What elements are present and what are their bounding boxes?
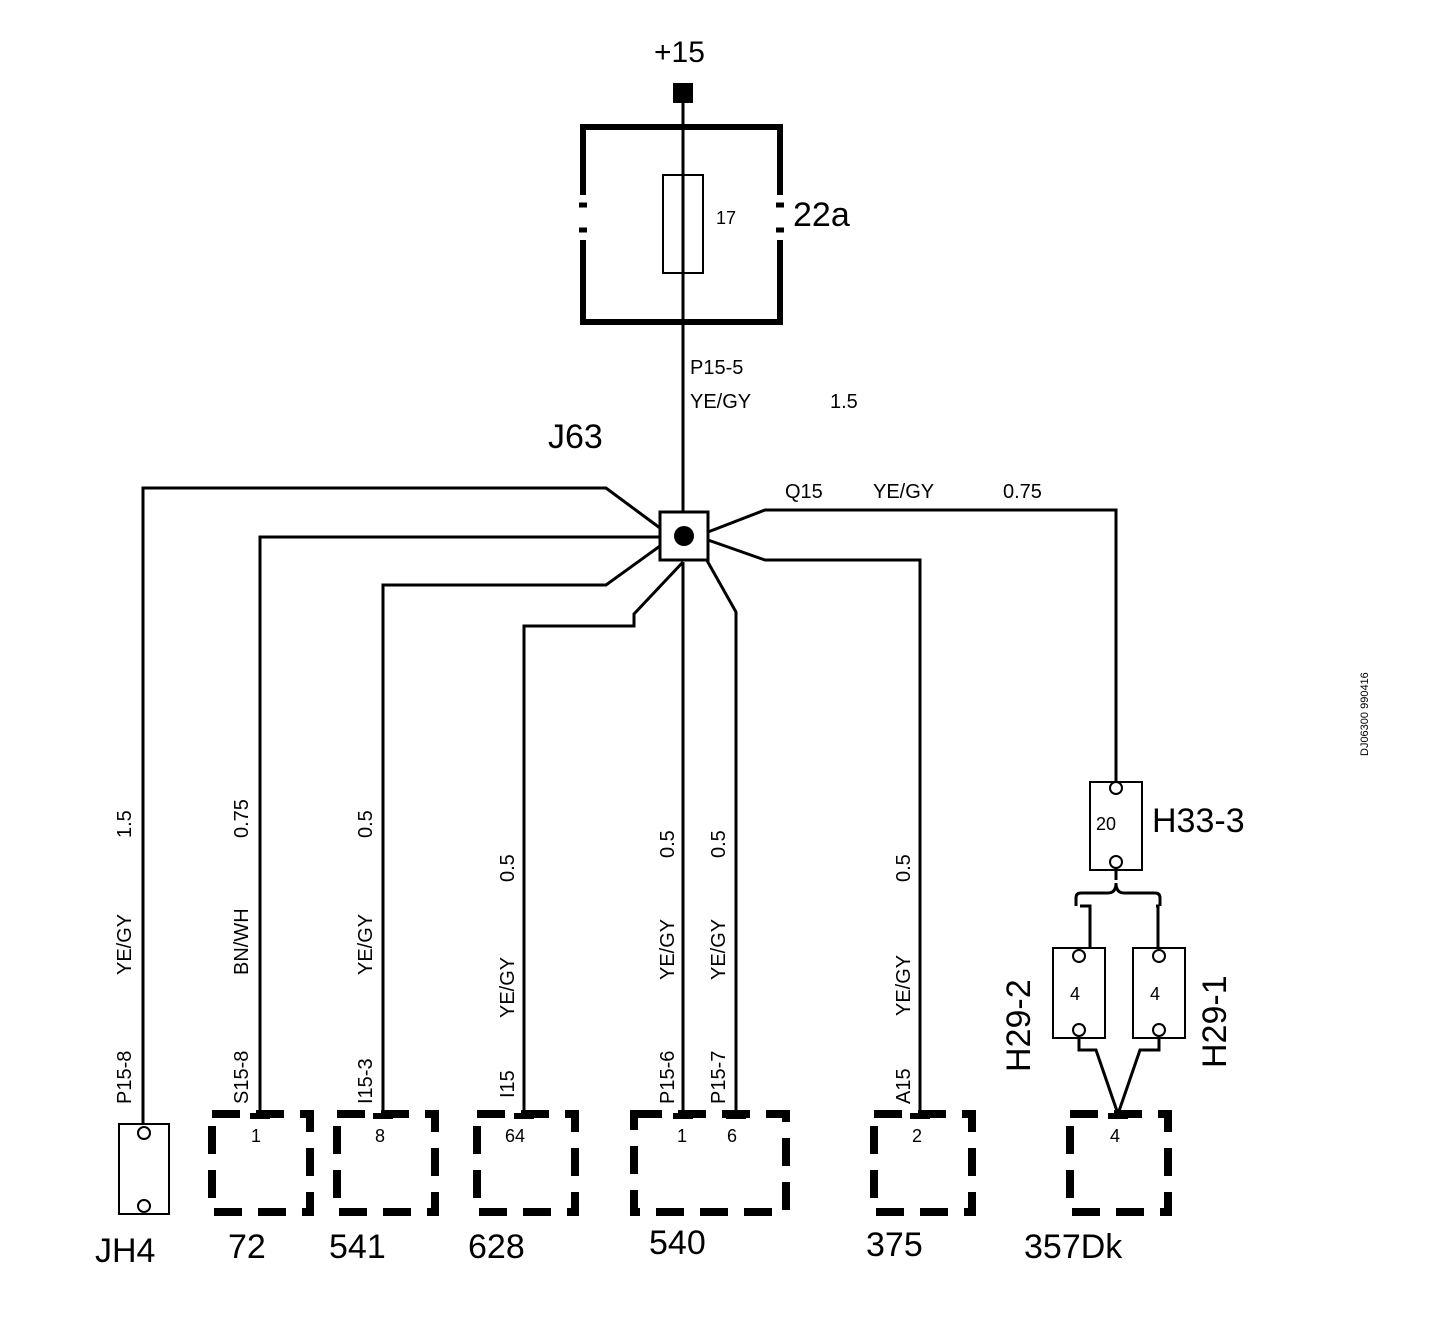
connector-72-label: 72 xyxy=(228,1228,266,1266)
wire-540b-pin: P15-7 xyxy=(708,1051,730,1104)
connector-540-pin1: 1 xyxy=(677,1126,687,1146)
wire-to-jh4 xyxy=(141,486,661,1128)
jh4-connector xyxy=(118,1123,170,1215)
h29-1-pin: 4 xyxy=(1150,984,1160,1004)
connector-540-box xyxy=(630,1110,790,1216)
splice-label: J63 xyxy=(548,418,603,456)
wire-jh4-size: 1.5 xyxy=(114,810,136,838)
wire-to-628 xyxy=(522,560,685,1118)
wire-541-size: 0.5 xyxy=(355,810,377,838)
connector-357dk-pin: 4 xyxy=(1110,1126,1120,1146)
h29-2-label: H29-2 xyxy=(1000,979,1038,1072)
connector-540-pin6: 6 xyxy=(727,1126,737,1146)
wire-541-pin: I15-3 xyxy=(355,1058,377,1104)
feed-size: 1.5 xyxy=(830,391,858,413)
wire-jh4-pin: P15-8 xyxy=(114,1051,136,1104)
wire-to-540-pin6 xyxy=(703,556,738,1118)
connector-72-pin: 1 xyxy=(251,1126,261,1146)
connector-540-label: 540 xyxy=(649,1224,706,1262)
h33-pin: 20 xyxy=(1096,814,1116,834)
supply-terminal xyxy=(673,83,693,103)
splice-dot xyxy=(674,526,694,546)
fuse-number: 17 xyxy=(716,208,736,228)
feed-pin: P15-5 xyxy=(690,357,743,379)
h29-2-connector xyxy=(1052,947,1106,1039)
wire-to-h29-2 xyxy=(1080,904,1092,948)
wire-375-color: YE/GY xyxy=(893,955,915,1016)
h29-1-connector xyxy=(1132,947,1186,1039)
wire-to-541 xyxy=(381,544,661,1118)
wire-jh4-color: YE/GY xyxy=(114,914,136,975)
wire-628-pin: I15 xyxy=(497,1070,519,1098)
wire-72-size: 0.75 xyxy=(231,799,253,838)
document-id: DJ06300 990416 xyxy=(1359,672,1371,756)
connector-541-box xyxy=(333,1110,439,1216)
connector-375-pin: 2 xyxy=(912,1126,922,1146)
fuse-box-label: 22a xyxy=(793,196,850,234)
wire-375-size: 0.5 xyxy=(893,854,915,882)
connector-628-pin: 64 xyxy=(505,1126,525,1146)
wire-628-size: 0.5 xyxy=(497,854,519,882)
connector-357dk-label: 357Dk xyxy=(1024,1228,1123,1266)
q15-size: 0.75 xyxy=(1003,481,1042,503)
connector-541-pin: 8 xyxy=(375,1126,385,1146)
h29-2-pin: 4 xyxy=(1070,984,1080,1004)
wire-540a-size: 0.5 xyxy=(657,830,679,858)
wire-72-pin: S15-8 xyxy=(231,1051,253,1104)
q15-pin: Q15 xyxy=(785,481,823,503)
wire-375-pin: A15 xyxy=(893,1068,915,1104)
h33-label: H33-3 xyxy=(1152,802,1245,840)
wire-routes xyxy=(141,486,1118,1128)
wire-to-72 xyxy=(258,535,660,1118)
wire-541-color: YE/GY xyxy=(355,914,377,975)
h33-connector xyxy=(1089,781,1143,871)
wire-540b-size: 0.5 xyxy=(708,830,730,858)
wire-628-color: YE/GY xyxy=(497,957,519,1018)
wire-72-color: BN/WH xyxy=(231,908,253,975)
connector-375-box xyxy=(870,1110,976,1216)
feed-color: YE/GY xyxy=(690,391,751,413)
jh4-label: JH4 xyxy=(95,1232,155,1270)
wire-540a-color: YE/GY xyxy=(657,919,679,980)
wire-to-h29-1 xyxy=(1156,904,1160,948)
wire-540a-pin: P15-6 xyxy=(657,1051,679,1104)
wire-to-375 xyxy=(707,538,922,1118)
connector-541-label: 541 xyxy=(329,1228,386,1266)
connector-628-box xyxy=(473,1110,579,1216)
branch-brace xyxy=(1074,868,1162,906)
wire-to-h33 xyxy=(707,508,1118,785)
connector-628-label: 628 xyxy=(468,1228,525,1266)
connector-375-label: 375 xyxy=(866,1226,923,1264)
h29-1-label: H29-1 xyxy=(1196,975,1234,1068)
wire-540b-color: YE/GY xyxy=(708,919,730,980)
q15-color: YE/GY xyxy=(873,481,934,503)
wires-to-357dk xyxy=(1077,1038,1161,1119)
supply-label: +15 xyxy=(654,36,705,69)
